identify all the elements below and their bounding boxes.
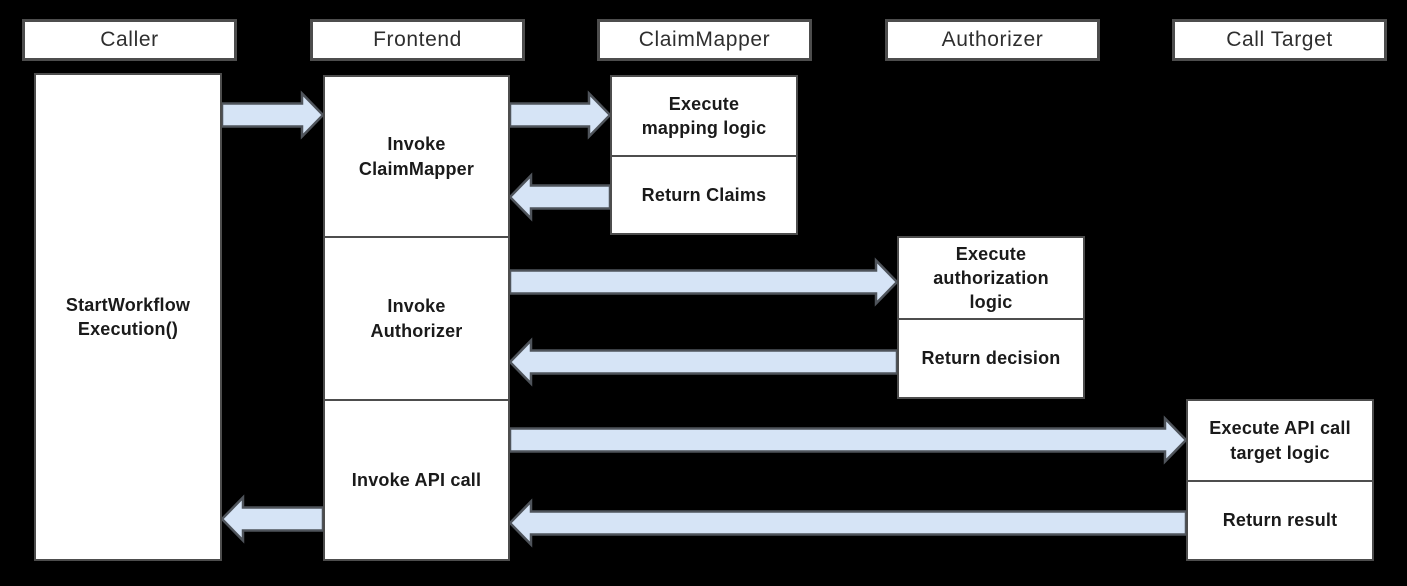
frontend-step-invoke-claimmapper: Invoke ClaimMapper [325,77,508,238]
header-calltarget: Call Target [1172,19,1387,61]
arrow-claimmapper-to-frontend [508,172,612,222]
arrow-frontend-to-calltarget [508,415,1188,465]
caller-activity-box: StartWorkflow Execution() [34,73,222,561]
arrow-caller-to-frontend [220,90,325,140]
header-frontend: Frontend [310,19,525,61]
authorizer-step-return-decision: Return decision [921,348,1061,369]
arrow-authorizer-to-frontend [508,337,899,387]
arrow-frontend-to-caller [220,494,325,544]
calltarget-step-execute-api-call-target-logic: Execute API call target logic [1188,401,1372,482]
claimmapper-step-return-claims: Return Claims [641,184,767,205]
header-claimmapper: ClaimMapper [597,19,812,61]
claimmapper-lane: Execute mapping logic Return Claims [610,75,798,235]
frontend-lane: Invoke ClaimMapper Invoke Authorizer Inv… [323,75,510,561]
arrow-calltarget-to-frontend [508,498,1188,548]
header-caller: Caller [22,19,237,61]
arrow-frontend-to-authorizer [508,257,899,307]
authorizer-step-execute-authorization-logic: Execute authorization logic [899,238,1083,320]
calltarget-step-return-result: Return result [1222,510,1338,531]
arrow-frontend-to-claimmapper [508,90,612,140]
claimmapper-step-execute-mapping-logic: Execute mapping logic [612,77,796,157]
frontend-step-invoke-api-call: Invoke API call [351,469,482,490]
frontend-step-invoke-authorizer: Invoke Authorizer [325,238,508,401]
authorizer-lane: Execute authorization logic Return decis… [897,236,1085,399]
calltarget-lane: Execute API call target logic Return res… [1186,399,1374,561]
header-authorizer: Authorizer [885,19,1100,61]
